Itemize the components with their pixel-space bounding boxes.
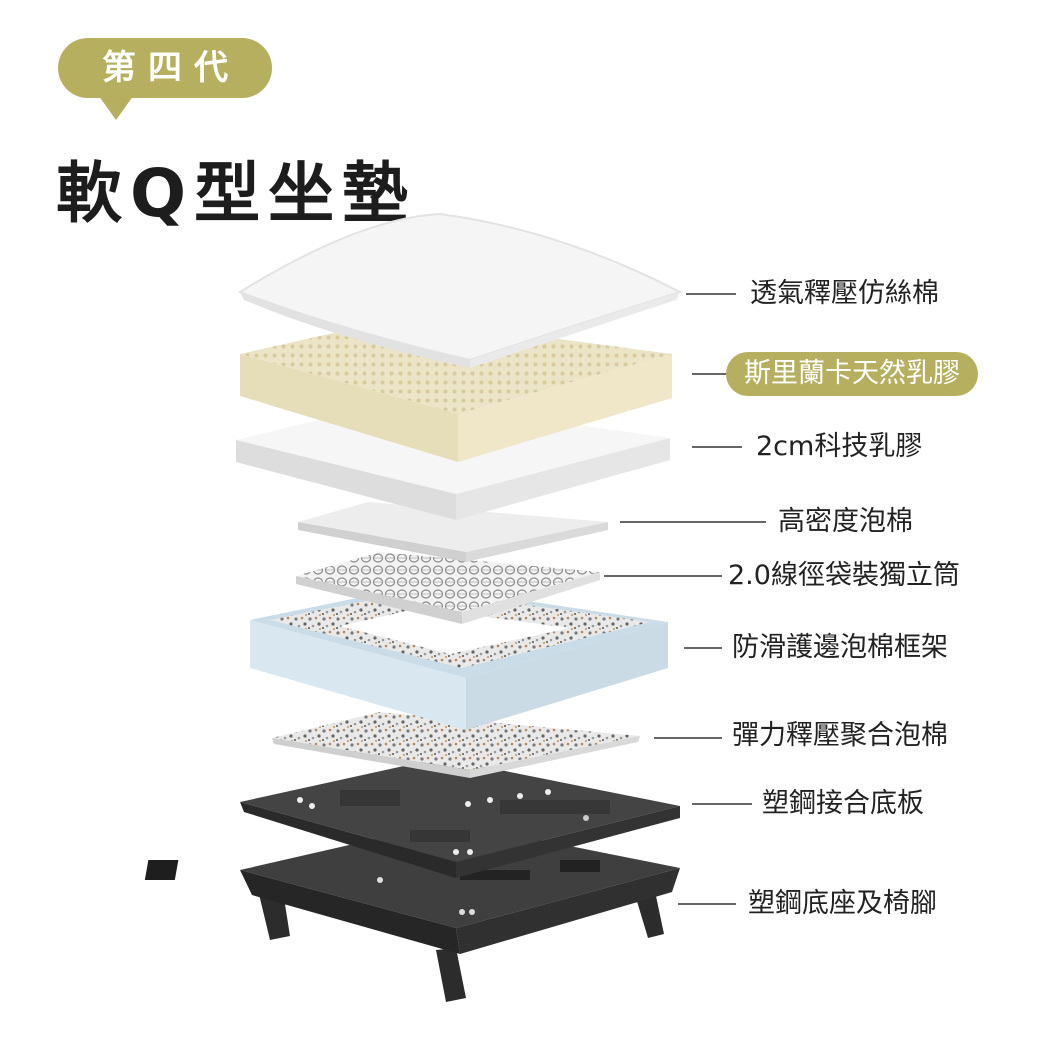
layer-label-foam-frame: 防滑護邊泡棉框架 — [732, 632, 948, 663]
layer-label-tech-latex: 2cm科技乳膠 — [756, 431, 923, 462]
layer-label-base-legs: 塑鋼底座及椅腳 — [748, 888, 937, 919]
high-density-foam — [298, 502, 608, 562]
layer-label-joint-board: 塑鋼接合底板 — [762, 788, 924, 819]
anti-slip-foam-frame — [250, 585, 668, 730]
plastic-steel-joint-board — [240, 758, 680, 878]
generation-badge-label: 第四代 — [102, 48, 240, 88]
page-title: 軟Q型坐墊 — [56, 155, 417, 232]
breathable-fiber-layer — [237, 212, 683, 368]
leader-lines — [604, 293, 766, 905]
layer-label-high-density-foam: 高密度泡棉 — [778, 506, 913, 537]
polymer-foam-layer — [272, 712, 640, 778]
natural-latex-layer — [240, 318, 672, 462]
generation-badge-tail — [96, 92, 136, 120]
layer-label-fiber: 透氣釋壓仿絲棉 — [750, 278, 939, 309]
pocket-spring-layer — [296, 552, 600, 624]
generation-badge — [58, 38, 272, 98]
layer-label-natural-latex: 斯里蘭卡天然乳膠 — [726, 352, 978, 396]
layer-label-pocket-springs: 2.0線徑袋裝獨立筒 — [728, 560, 960, 591]
layer-label-polymer-foam: 彈力釋壓聚合泡棉 — [732, 720, 948, 751]
